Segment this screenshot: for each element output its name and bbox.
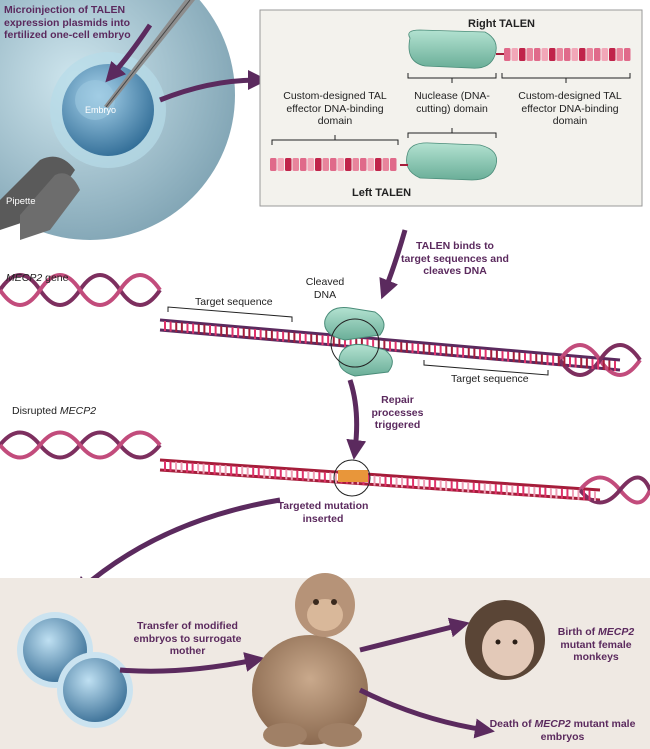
- holding-pipette: [0, 156, 80, 240]
- tal-repeat: [360, 158, 367, 171]
- death-prefix: Death of: [489, 718, 535, 730]
- tal-repeat: [624, 48, 631, 61]
- disrupted-mecp2-label: Disrupted MECP2: [12, 405, 96, 418]
- death-gene: MECP2: [534, 718, 571, 730]
- left-tal-repeats: [270, 158, 397, 171]
- tal-repeat: [300, 158, 307, 171]
- dna1-rungs: [164, 321, 616, 371]
- tal-repeat: [285, 158, 292, 171]
- tal-repeat: [337, 158, 344, 171]
- dna-helix-1: [0, 273, 642, 377]
- gene-name: MECP2: [6, 272, 43, 284]
- tal-repeat: [594, 48, 601, 61]
- tal-repeat: [382, 158, 389, 171]
- birth-suffix: mutant female monkeys: [560, 638, 632, 664]
- injection-needle: [104, 0, 195, 108]
- birth-gene: MECP2: [598, 626, 635, 638]
- disrupted-prefix: Disrupted: [12, 405, 60, 417]
- targeted-mutation-label: Targeted mutation inserted: [277, 500, 369, 525]
- tal-repeat: [526, 48, 533, 61]
- tal-repeat: [390, 158, 397, 171]
- tal-repeat: [352, 158, 359, 171]
- microinjection-title: Microinjection of TALEN expression plasm…: [4, 4, 131, 41]
- repair-arrow: [346, 379, 367, 460]
- tal-repeat: [556, 48, 563, 61]
- tal-repeat: [277, 158, 284, 171]
- surrogate-monkey: [252, 573, 368, 747]
- tal-repeat: [609, 48, 616, 61]
- death-suffix: mutant male embryos: [540, 718, 636, 743]
- tal-domain-right-label: Custom-designed TAL effector DNA-binding…: [518, 90, 622, 127]
- binds-arrow: [379, 229, 408, 300]
- tal-repeat: [616, 48, 623, 61]
- tal-repeat: [579, 48, 586, 61]
- mecp2-gene-label: MECP2 gene: [6, 272, 68, 285]
- repair-label: Repair processes triggered: [371, 394, 424, 431]
- death-label: Death of MECP2 mutant male embryos: [480, 718, 645, 743]
- to-talen-arrow: [159, 70, 268, 103]
- birth-label: Birth of MECP2 mutant female monkeys: [546, 626, 646, 664]
- tal-repeat: [315, 158, 322, 171]
- tal-repeat: [586, 48, 593, 61]
- tal-repeat: [601, 48, 608, 61]
- tal-repeat: [375, 158, 382, 171]
- tal-repeat: [330, 158, 337, 171]
- tal-repeat: [534, 48, 541, 61]
- injection-arrow: [105, 23, 153, 83]
- to-embryos-arrow: [72, 497, 281, 597]
- right-talen-protein: [408, 29, 631, 69]
- gene-suffix: gene: [42, 272, 69, 284]
- tal-repeat: [541, 48, 548, 61]
- birth-prefix: Birth of: [557, 626, 599, 638]
- right-talen-label: Right TALEN: [468, 18, 536, 30]
- right-tal-repeats: [504, 48, 631, 61]
- death-arrow: [358, 687, 495, 739]
- left-talen-label: Left TALEN: [352, 187, 412, 199]
- tal-repeat: [322, 158, 329, 171]
- cleaved-dna-label: Cleaved DNA: [305, 276, 345, 301]
- tal-repeat: [307, 158, 314, 171]
- tal-repeat: [519, 48, 526, 61]
- tal-repeat: [549, 48, 556, 61]
- target-sequence-brackets: [167, 306, 549, 376]
- tal-repeat: [564, 48, 571, 61]
- infant-monkey: [465, 600, 545, 680]
- target-sequence-left-label: Target sequence: [195, 296, 273, 308]
- tal-domain-left-label: Custom-designed TAL effector DNA-binding…: [283, 90, 387, 127]
- tal-repeat: [511, 48, 518, 61]
- transfer-arrow: [119, 652, 265, 674]
- tal-repeat: [345, 158, 352, 171]
- nuclease-domain-label: Nuclease (DNA-cutting) domain: [414, 90, 490, 115]
- dna2-rungs: [164, 461, 596, 501]
- tal-repeat: [504, 48, 511, 61]
- birth-arrow: [359, 617, 470, 653]
- transfer-label: Transfer of modified embryos to surrogat…: [133, 620, 242, 657]
- domain-brackets: [271, 73, 631, 145]
- mutation-circle: [333, 459, 371, 497]
- tal-repeat: [571, 48, 578, 61]
- embryo-cell: [50, 52, 166, 168]
- target-sequence-right-label: Target sequence: [451, 373, 529, 385]
- mutation-site: [338, 470, 368, 482]
- modified-embryos: [17, 612, 133, 728]
- tal-repeat: [270, 158, 277, 171]
- tal-repeat: [367, 158, 374, 171]
- talen-binds-label: TALEN binds to target sequences and clea…: [401, 240, 509, 277]
- embryo-label: Embryo: [85, 105, 117, 115]
- disrupted-gene: MECP2: [59, 405, 97, 417]
- dna-helix-2: [0, 430, 650, 505]
- pipette-label: Pipette: [6, 196, 36, 207]
- tal-repeat: [292, 158, 299, 171]
- talen-bound-proteins: [324, 307, 393, 377]
- left-talen-protein: [270, 142, 498, 181]
